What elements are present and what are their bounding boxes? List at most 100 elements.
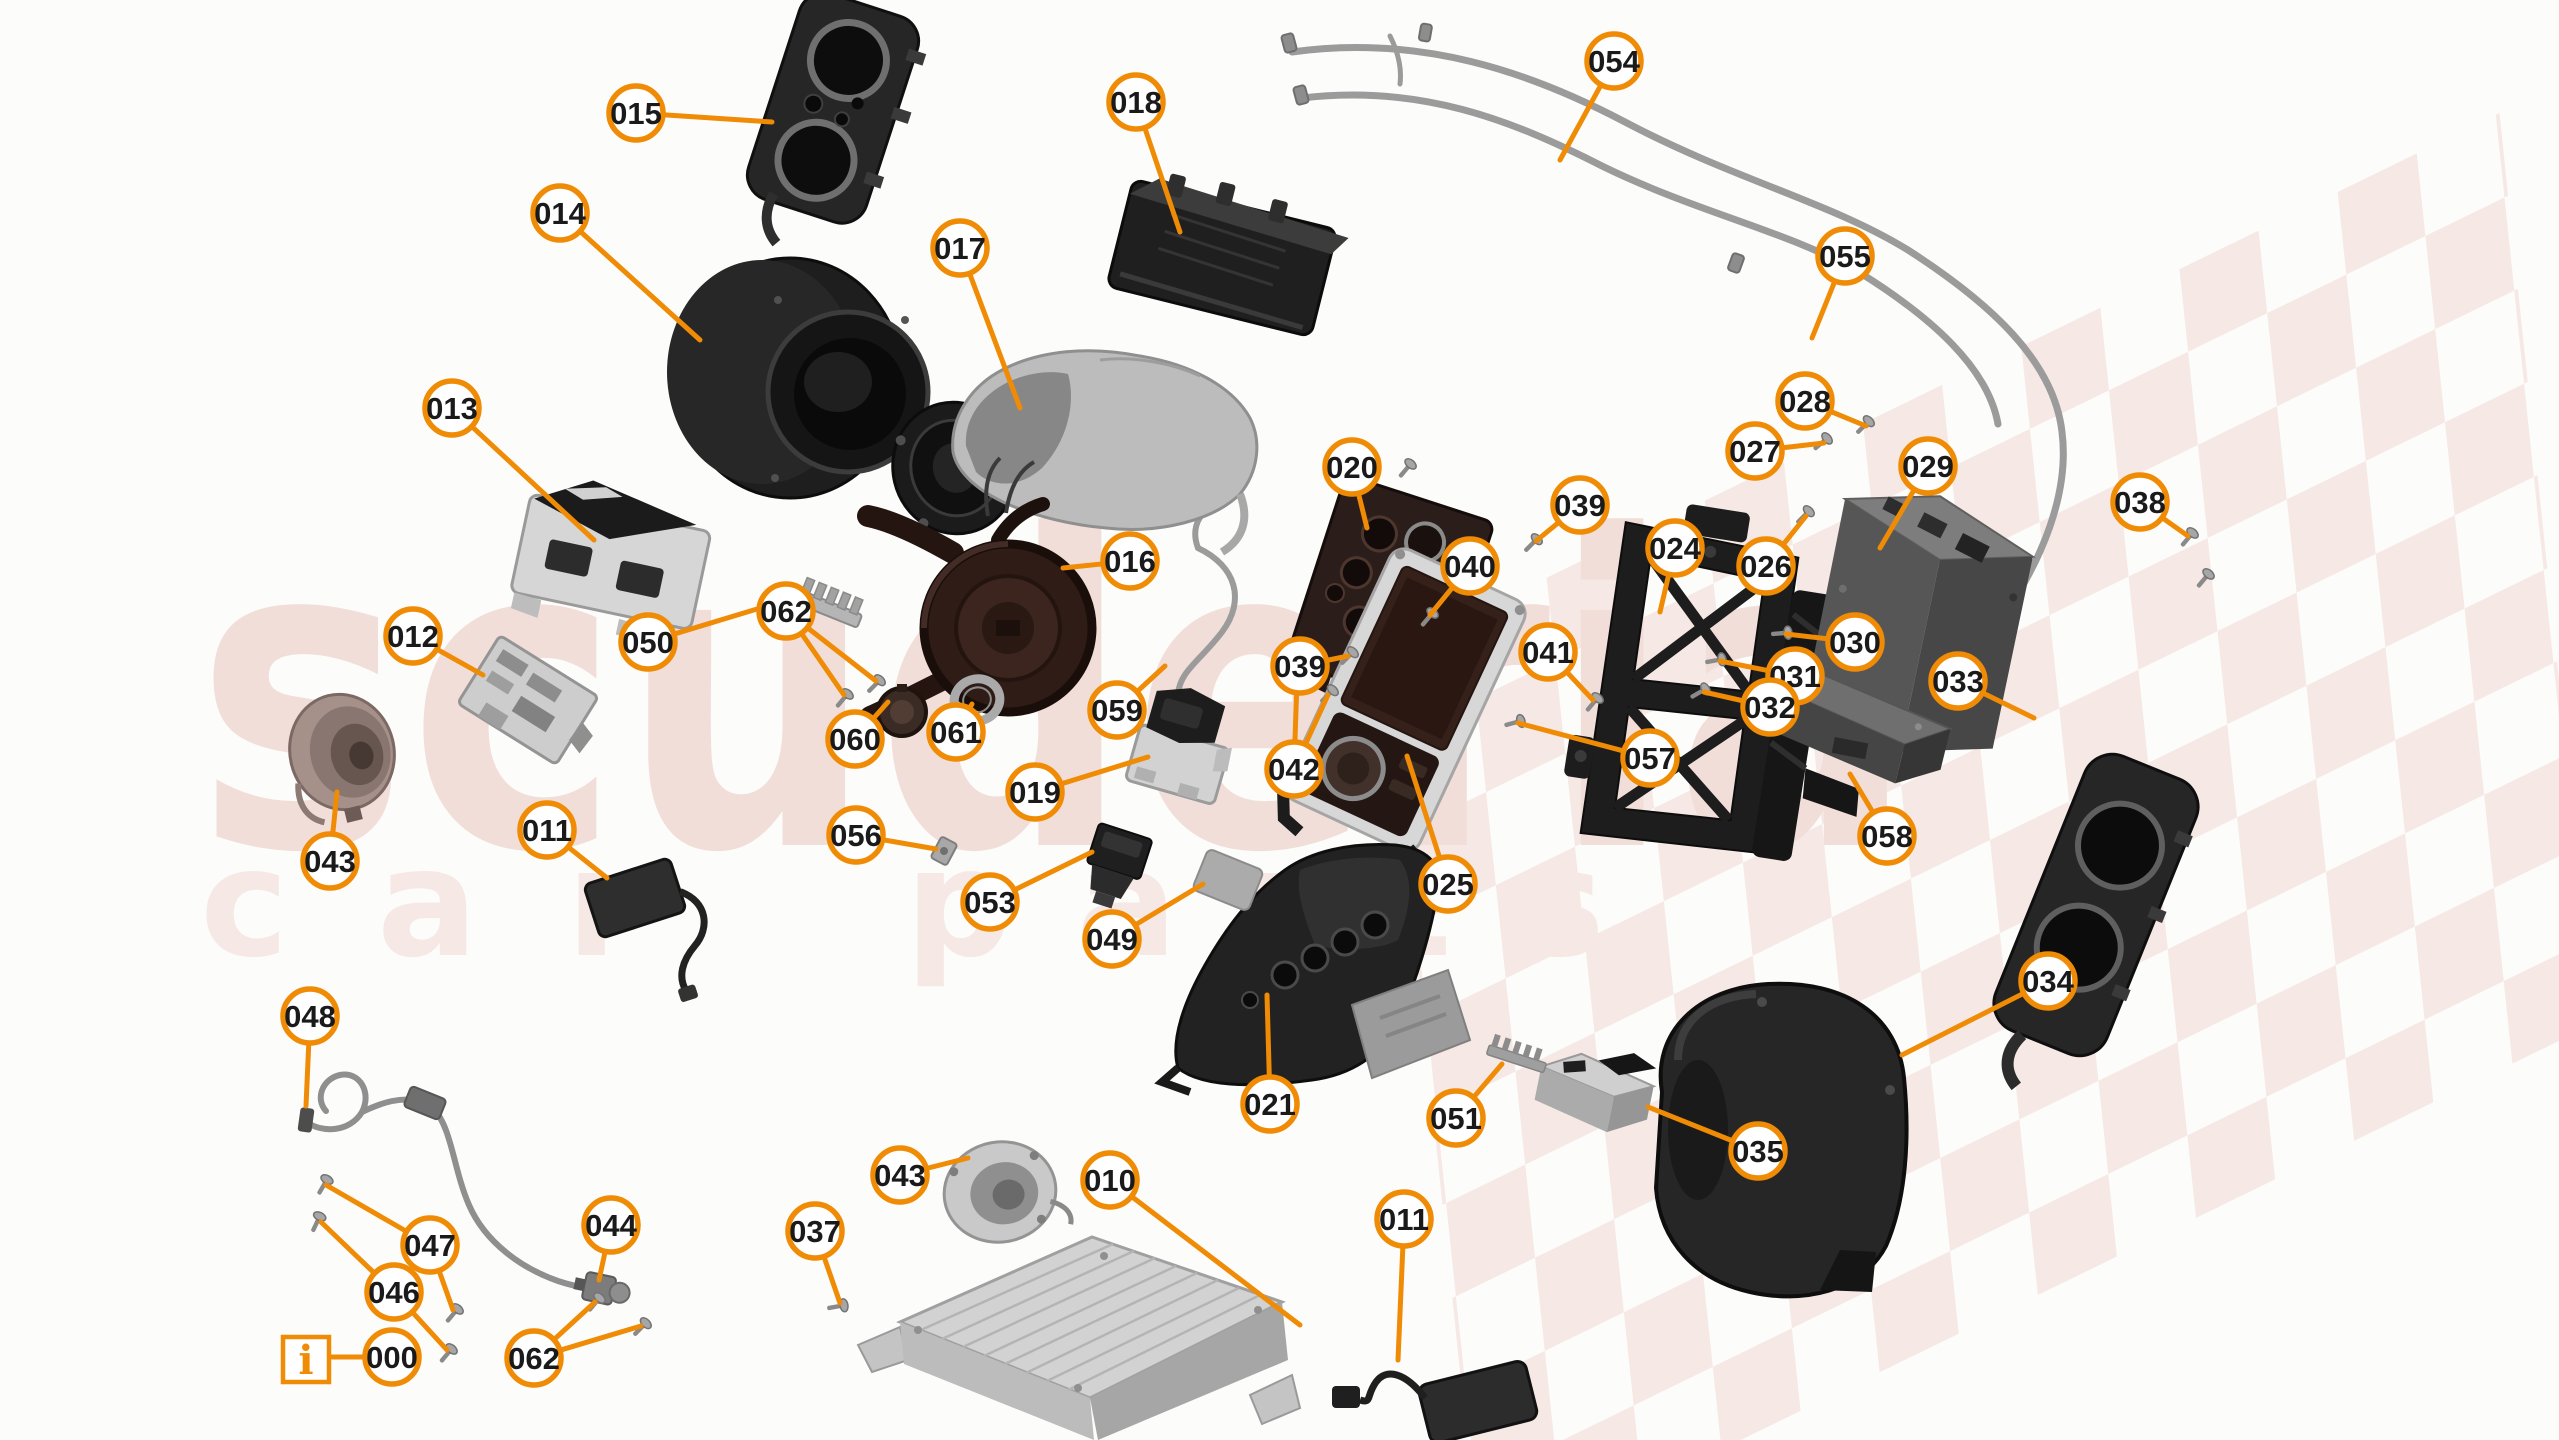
callout-label: 012 <box>387 619 439 654</box>
callout-label: 018 <box>1110 85 1162 120</box>
callout-058: 058 <box>1857 806 1917 866</box>
leader-line <box>1809 278 1838 341</box>
callout-017: 017 <box>930 218 990 278</box>
leader-line <box>1302 692 1331 747</box>
callout-label: 039 <box>1274 649 1326 684</box>
callout-060: 060 <box>825 709 885 769</box>
leader-line <box>1132 881 1206 928</box>
callout-label: 030 <box>1829 625 1881 660</box>
callout-041: 041 <box>1518 622 1578 682</box>
leader-line <box>1701 689 1747 704</box>
callout-055: 055 <box>1815 226 1875 286</box>
leader-line <box>1877 486 1917 551</box>
leader-line <box>323 1182 410 1234</box>
radio-module-icon <box>458 635 598 765</box>
callout-032: 032 <box>1740 677 1800 737</box>
callout-034: 034 <box>2018 951 2078 1011</box>
clip-icon <box>930 836 958 866</box>
cable-mid-connector-icon <box>403 1085 447 1121</box>
callout-039-b: 039 <box>1270 636 1330 696</box>
callout-021: 021 <box>1240 1074 1300 1134</box>
leader-line <box>1657 571 1672 615</box>
callout-label: 041 <box>1522 635 1574 670</box>
callout-050: 050 <box>618 612 678 672</box>
info-icon[interactable]: i <box>280 1334 332 1385</box>
leader-line <box>1557 82 1604 163</box>
callout-011-b: 011 <box>1374 1189 1434 1249</box>
leader-line <box>804 625 879 684</box>
leader-line <box>318 1219 377 1276</box>
callout-label: 011 <box>522 813 572 848</box>
callout-label: 053 <box>964 885 1016 920</box>
leader-line <box>1645 1104 1736 1144</box>
callout-label: 054 <box>1588 44 1640 79</box>
leader-line <box>1827 408 1869 429</box>
callout-026: 026 <box>1736 536 1796 596</box>
info-icon-label: i <box>298 1337 313 1384</box>
callout-033: 033 <box>1928 651 1988 711</box>
leader-line <box>1129 1193 1303 1328</box>
leader-line <box>1515 720 1627 754</box>
callout-label: 017 <box>934 231 986 266</box>
leader-line <box>551 1299 598 1343</box>
leader-line <box>923 1155 971 1171</box>
callout-label: 029 <box>1902 449 1954 484</box>
leader-line <box>557 1323 644 1353</box>
callout-label: 033 <box>1932 664 1984 699</box>
callout-061: 061 <box>926 702 986 762</box>
callout-label: 057 <box>1624 741 1676 776</box>
callout-043-a: 043 <box>300 831 360 891</box>
callout-label: 050 <box>622 625 674 660</box>
callout-057: 057 <box>1620 728 1680 788</box>
callout-019: 019 <box>1005 762 1065 822</box>
callouts-layer: 0000100110110120130140150160170180190200… <box>280 31 2170 1388</box>
antenna-module-icon <box>1107 173 1349 337</box>
callout-label: 026 <box>1740 549 1792 584</box>
callout-label: 024 <box>1649 531 1701 566</box>
leader-line <box>1323 653 1351 663</box>
callout-048: 048 <box>280 986 340 1046</box>
callout-040: 040 <box>1440 536 1500 596</box>
callout-046: 046 <box>364 1262 424 1322</box>
callout-049: 049 <box>1082 909 1142 969</box>
leader-line <box>1142 125 1183 235</box>
callout-label: 013 <box>426 391 478 426</box>
leader-line <box>1717 658 1771 674</box>
leader-line <box>1979 690 2037 721</box>
callout-label: 062 <box>760 594 812 629</box>
leader-line <box>1134 663 1168 695</box>
cover-cap-icon <box>1192 849 1264 911</box>
callout-label: 014 <box>534 196 586 231</box>
callout-020: 020 <box>1322 437 1382 497</box>
leader-lines-layer <box>303 82 2191 1363</box>
callout-028: 028 <box>1775 371 1835 431</box>
leader-line <box>409 1309 450 1353</box>
callout-054: 054 <box>1584 31 1644 91</box>
leader-line <box>1779 440 1827 451</box>
callout-018: 018 <box>1106 72 1166 132</box>
callout-label: 032 <box>1744 690 1796 725</box>
callout-024: 024 <box>1645 518 1705 578</box>
small-speaker-icon <box>288 692 396 826</box>
callout-label: 019 <box>1009 775 1061 810</box>
callout-label: 039 <box>1554 488 1606 523</box>
callout-056: 056 <box>826 805 886 865</box>
callout-038: 038 <box>2110 472 2170 532</box>
callout-label: 046 <box>368 1275 420 1310</box>
callout-label: 042 <box>1268 752 1320 787</box>
leader-line <box>596 1248 608 1283</box>
leader-line <box>1264 992 1272 1080</box>
leader-line <box>2159 515 2191 539</box>
parts-layer <box>288 0 2217 1440</box>
leader-line <box>1783 631 1831 642</box>
leader-line <box>1060 561 1106 571</box>
callout-label: 056 <box>830 818 882 853</box>
bluetooth-module-icon <box>1332 1359 1539 1440</box>
callout-039-a: 039 <box>1550 475 1610 535</box>
callout-051: 051 <box>1426 1088 1486 1148</box>
leader-line <box>1780 513 1809 548</box>
callout-label: 016 <box>1104 544 1156 579</box>
callout-030: 030 <box>1825 612 1885 672</box>
callout-044: 044 <box>581 1195 641 1255</box>
callout-013: 013 <box>422 378 482 438</box>
